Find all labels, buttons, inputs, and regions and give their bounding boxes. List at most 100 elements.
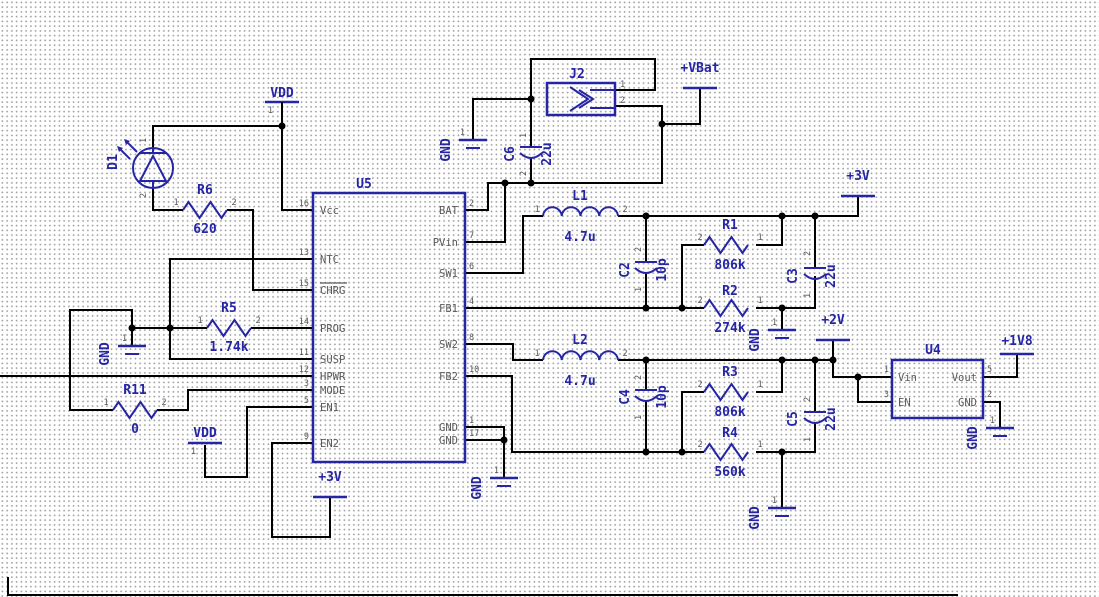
junction-dot [166, 324, 174, 332]
power-label: +VBat [680, 61, 719, 76]
u4-pin-name: GND [958, 397, 977, 409]
j2-pin1: 1 [620, 80, 625, 90]
component-r4[interactable]: R4 560k 2 1 [697, 426, 762, 480]
wire-ntc-susp[interactable] [169, 258, 313, 360]
l2-pin2: 2 [622, 349, 627, 359]
wire-j2p1-loop[interactable] [530, 58, 656, 147]
power-symbols: VDD 1 VDD 1 +VBat +3V +2V +1V8 +3V [188, 61, 1034, 499]
r6-value: 620 [193, 222, 217, 237]
wire-fb2-rail[interactable] [465, 375, 704, 453]
r3-pin1: 1 [757, 380, 762, 390]
gnd-label: GND [439, 138, 454, 162]
component-c5[interactable]: C5 22u 2 1 [786, 397, 839, 442]
ground-r4[interactable]: GND 1 [748, 496, 796, 530]
wire-bat-rail[interactable] [465, 105, 663, 211]
wire-r1-left[interactable] [681, 244, 704, 308]
wire-gnd1-tap[interactable] [472, 98, 531, 140]
wire-led-top[interactable] [152, 125, 282, 148]
component-l2[interactable]: L2 4.7u 1 2 [534, 333, 627, 389]
component-j2[interactable]: J2 1 2 [545, 67, 625, 117]
c5-pin-top: 2 [803, 397, 813, 402]
power-vdd-bottom[interactable]: VDD 1 [188, 426, 222, 457]
c3-value: 22u [824, 264, 839, 287]
component-l1[interactable]: L1 4.7u 1 2 [534, 189, 627, 245]
component-c6[interactable]: C6 22u 1 2 [503, 133, 555, 176]
power-3v-top[interactable]: +3V [841, 169, 875, 198]
junction-dot [658, 120, 666, 128]
component-r1[interactable]: R1 806k 2 1 [697, 218, 762, 273]
u5-pin-name: MODE [320, 385, 345, 397]
component-c2[interactable]: C2 10p 2 1 [618, 247, 670, 292]
wire-3v-rail[interactable] [618, 196, 859, 217]
component-r6[interactable]: R6 620 1 2 [173, 183, 236, 237]
component-r2[interactable]: R2 274k 2 1 [697, 284, 762, 336]
gnd-pin: 1 [990, 416, 995, 426]
wire-u4gnd[interactable] [983, 401, 1001, 428]
wire-en-branch[interactable] [857, 377, 892, 403]
component-u5[interactable]: U5 Vcc NTC CHRG PROG SUSP HPWR MODE EN1 … [299, 177, 480, 464]
wire-r3-left[interactable] [681, 391, 704, 452]
u5-pin-num: 13 [299, 248, 309, 258]
power-1v8[interactable]: +1V8 [1000, 334, 1034, 356]
power-vdd-top[interactable]: VDD 1 [265, 86, 299, 126]
power-vbat[interactable]: +VBat [680, 61, 720, 90]
wire-vbat-stub[interactable] [662, 88, 701, 125]
wire-gnd-loop[interactable] [69, 309, 133, 411]
component-r3[interactable]: R3 806k 2 1 [697, 365, 762, 420]
wire-r3-right[interactable] [756, 360, 783, 393]
component-d1[interactable]: D1 1 2 [106, 138, 174, 198]
wire-sw1-l1[interactable] [465, 215, 543, 274]
u5-pin-num: 7 [469, 231, 474, 241]
component-r11[interactable]: R11 0 1 2 [103, 383, 166, 437]
ground-r2[interactable]: GND 1 [748, 318, 796, 352]
wire-r1-right[interactable] [756, 216, 783, 246]
ground-symbols: GND 1 GND 1 GND 1 GND 1 GND 1 [98, 128, 1014, 530]
r5-ref: R5 [221, 301, 237, 316]
component-c4[interactable]: C4 10p 2 1 [618, 375, 670, 420]
c5-ref: C5 [786, 411, 801, 427]
wire-en2-3v[interactable] [271, 442, 331, 538]
u5-pin-name: CHRG [320, 285, 345, 297]
u5-pin-num: 4 [469, 297, 474, 307]
wire-u5gnd1[interactable] [465, 426, 505, 478]
l1-pin1: 1 [534, 205, 539, 215]
u5-pin-name: EN1 [320, 402, 339, 414]
d1-ref: D1 [106, 154, 121, 170]
component-c3[interactable]: C3 22u 2 1 [786, 251, 839, 298]
wire-sw2-l2[interactable] [465, 343, 543, 361]
wire-led-r6[interactable] [152, 188, 183, 211]
u5-pin-num: 11 [299, 348, 309, 358]
c6-value: 22u [540, 142, 555, 165]
wire-r6-chrg[interactable] [227, 209, 313, 291]
wire-r2-c3[interactable] [756, 276, 816, 309]
r2-pin2: 2 [697, 296, 702, 306]
u5-pin-num: 1 [469, 416, 474, 426]
wire-pvin[interactable] [465, 183, 506, 243]
power-3v-bottom[interactable]: +3V [313, 470, 347, 499]
wire-vout-1v8[interactable] [983, 354, 1018, 378]
component-r5[interactable]: R5 1.74k 1 2 [197, 301, 260, 355]
ground-j2[interactable]: GND 1 [439, 128, 487, 162]
wire-r4-c5[interactable] [756, 422, 816, 453]
wire-en1-vdd[interactable] [204, 406, 313, 478]
ground-u4[interactable]: GND 1 [966, 416, 1014, 450]
r1-pin2: 2 [697, 233, 702, 243]
wire-r11-mode[interactable] [157, 389, 313, 411]
gnd-pin: 1 [494, 466, 499, 476]
junction-dot [811, 212, 819, 220]
u5-pin-num: 15 [299, 279, 309, 289]
power-label: +1V8 [1001, 334, 1032, 349]
power-label: +2V [821, 313, 845, 328]
ground-u5[interactable]: GND 1 [470, 466, 518, 500]
u5-pin-name: Vcc [320, 205, 339, 217]
j2-plug-icon [569, 86, 615, 112]
ground-left[interactable]: GND 1 [98, 334, 146, 366]
wire-vcc-vdd[interactable] [281, 126, 313, 211]
power-2v[interactable]: +2V [816, 313, 850, 342]
u5-pin-num: 2 [469, 199, 474, 209]
junction-dot [811, 356, 819, 364]
r5-value: 1.74k [209, 340, 248, 355]
component-u4[interactable]: U4 Vin Vout EN GND 1 3 5 2 [884, 343, 992, 420]
u5-pin-name: GND [439, 435, 458, 447]
wire-2v-rail[interactable] [618, 359, 892, 378]
